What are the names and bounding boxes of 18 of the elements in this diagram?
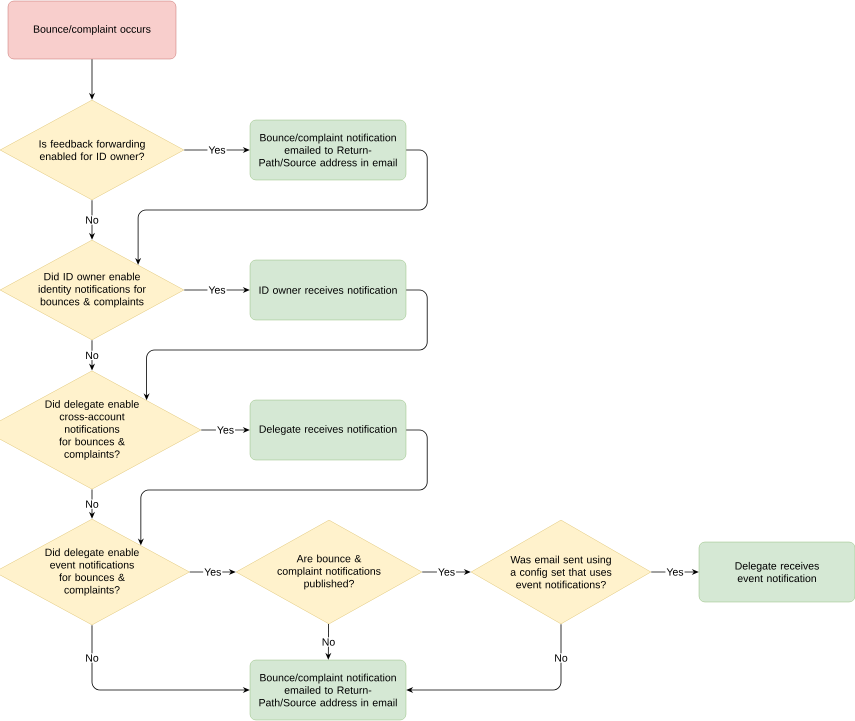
edge-label: Yes bbox=[216, 425, 236, 435]
edge-label: Yes bbox=[436, 567, 456, 577]
process-box: Bounce/complaint notification emailed to Return-Path/Source address in email bbox=[250, 660, 406, 720]
edge-label: Yes bbox=[665, 567, 685, 577]
process-box: Bounce/complaint notification emailed to Return-Path/Source address in email bbox=[250, 120, 406, 180]
start-box: Bounce/complaint occurs bbox=[8, 0, 176, 60]
edge-label: Yes bbox=[207, 145, 227, 155]
edge-label: No bbox=[553, 653, 569, 663]
process-box: Delegate receives event notification bbox=[698, 542, 855, 602]
edge-label: No bbox=[84, 215, 100, 225]
process-box: Delegate receives notification bbox=[250, 400, 406, 460]
edge-label: No bbox=[320, 637, 336, 647]
edge-label: No bbox=[84, 653, 100, 663]
edge-label: Yes bbox=[203, 567, 222, 577]
edge-label: Yes bbox=[207, 285, 227, 295]
process-box: ID owner receives notification bbox=[250, 260, 406, 320]
edge-label: No bbox=[84, 350, 100, 360]
edge-label: No bbox=[84, 499, 100, 509]
